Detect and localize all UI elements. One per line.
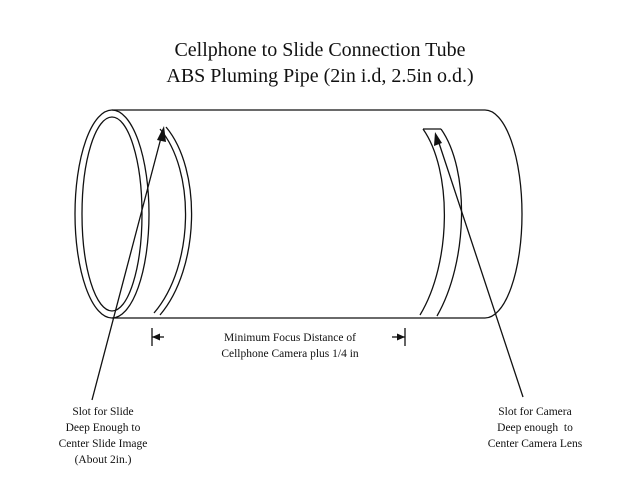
tube-right-end xyxy=(484,109,523,319)
slide-slot xyxy=(153,128,187,314)
camera-slot xyxy=(419,128,445,316)
focus-distance-line-2: Cellphone Camera plus 1/4 in xyxy=(221,348,359,360)
camera-slot-inner xyxy=(436,128,463,317)
dimension-arrowhead-left xyxy=(152,333,160,341)
diagram-title: Cellphone to Slide Connection Tube xyxy=(174,39,466,61)
camera-caption-line-1: Slot for Camera xyxy=(498,406,572,418)
camera-slot-leader-head xyxy=(434,132,442,146)
slide-slot-leader-head xyxy=(157,126,166,142)
camera-slot-caption: Slot for Camera Deep enough to Center Ca… xyxy=(460,404,610,452)
focus-distance-line-1: Minimum Focus Distance of xyxy=(224,332,356,344)
tube-left-outer-rim xyxy=(74,109,150,319)
slide-caption-line-2: Deep Enough to xyxy=(65,422,141,434)
camera-caption-line-3: Center Camera Lens xyxy=(487,438,583,450)
slide-slot-inner xyxy=(159,126,193,316)
tube-left-inner-rim xyxy=(81,116,143,312)
slide-caption-line-1: Slot for Slide xyxy=(72,406,134,418)
slide-caption-line-3: Center Slide Image xyxy=(58,438,148,450)
focus-distance-label: Minimum Focus Distance of Cellphone Came… xyxy=(170,330,410,362)
camera-slot-leader xyxy=(437,139,524,398)
slide-caption-line-4: (About 2in.) xyxy=(74,454,132,466)
dimension-arrowhead-right xyxy=(397,333,405,341)
slide-slot-caption: Slot for Slide Deep Enough to Center Sli… xyxy=(38,404,168,468)
camera-caption-line-2: Deep enough to xyxy=(497,422,573,434)
diagram-subtitle: ABS Pluming Pipe (2in i.d, 2.5in o.d.) xyxy=(166,65,474,87)
slide-slot-leader xyxy=(91,133,163,401)
